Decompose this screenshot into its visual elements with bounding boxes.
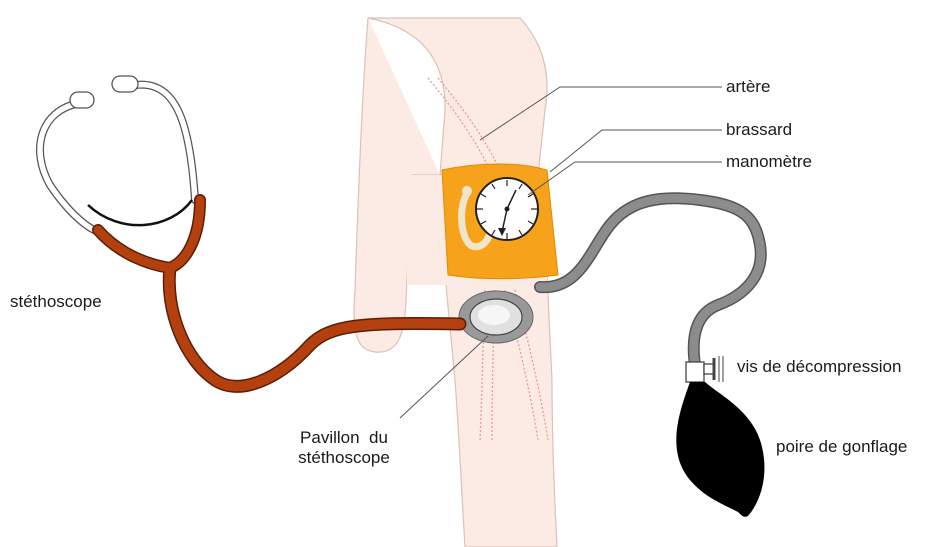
chestpiece-icon xyxy=(459,291,533,343)
label-poire-gonflage: poire de gonflage xyxy=(776,437,907,457)
label-pavillon-line2: stéthoscope xyxy=(284,448,404,468)
pump-tube xyxy=(540,198,761,365)
label-pavillon: Pavillon du stéthoscope xyxy=(284,428,404,468)
label-pavillon-line1: Pavillon du xyxy=(284,428,404,448)
label-stethoscope: stéthoscope xyxy=(10,292,102,312)
label-vis-decompression: vis de décompression xyxy=(737,357,901,377)
manometer-gauge-icon xyxy=(476,178,538,240)
label-artere: artère xyxy=(726,77,770,97)
label-manometre: manomètre xyxy=(726,152,812,172)
leader-manometre xyxy=(528,162,722,195)
leader-brassard xyxy=(550,130,722,172)
label-brassard: brassard xyxy=(726,120,792,140)
inflation-bulb-icon xyxy=(676,382,764,517)
